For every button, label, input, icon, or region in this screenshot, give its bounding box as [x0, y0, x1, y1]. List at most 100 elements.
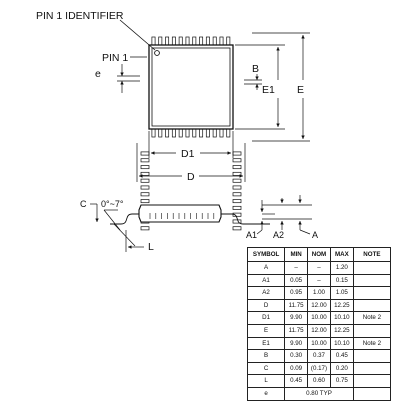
height-dimensions	[256, 195, 312, 235]
package-pin	[140, 165, 150, 170]
dim-d1-label: D1	[181, 148, 195, 160]
package-pin	[140, 158, 150, 163]
package-pin	[232, 185, 242, 190]
table-cell: 9.90	[284, 336, 309, 351]
side-view-leads	[149, 213, 215, 219]
table-cell: 0.37	[307, 349, 331, 363]
side-view-lead-right	[221, 213, 270, 225]
package-pin	[232, 219, 242, 224]
pin1-identifier-label: PIN 1 IDENTIFIER	[36, 10, 124, 22]
package-pin	[140, 151, 150, 156]
lead-angle-label: 0°~7°	[101, 199, 124, 209]
package-pin	[226, 36, 231, 46]
package-pin	[140, 199, 150, 204]
dim-e1-dimension	[235, 44, 285, 130]
table-cell: 0.05	[284, 273, 309, 288]
table-cell	[352, 298, 392, 313]
package-pin	[212, 36, 217, 46]
table-cell: 12.25	[329, 323, 354, 338]
dim-e1-label: E1	[262, 84, 275, 96]
package-pin	[199, 128, 204, 138]
package-pin	[171, 36, 176, 46]
dim-d-dimension	[136, 143, 246, 182]
package-pin	[232, 205, 242, 210]
table-cell: E	[246, 323, 286, 338]
package-pin	[178, 128, 183, 138]
package-pin	[212, 128, 217, 138]
table-row: A––1.20	[246, 261, 392, 275]
table-cell: 12.00	[307, 323, 331, 338]
dim-e-label: E	[297, 84, 304, 96]
package-pin	[232, 212, 242, 217]
table-cell: 10.10	[329, 311, 354, 325]
table-cell	[352, 386, 392, 401]
side-view	[110, 204, 270, 225]
table-cell: 0.60	[307, 374, 331, 388]
side-view-body	[138, 204, 222, 223]
dim-d1-dimension	[148, 131, 234, 158]
lead-width-b-label: B	[252, 63, 259, 75]
table-cell: D1	[246, 311, 286, 325]
package-pin	[226, 128, 231, 138]
package-pin	[178, 36, 183, 46]
package-pin	[158, 128, 163, 138]
package-pin	[151, 128, 156, 138]
table-cell: 11.75	[284, 298, 309, 313]
package-pin	[232, 171, 242, 176]
table-cell: 0.45	[284, 374, 309, 388]
table-cell: 0.75	[329, 374, 354, 388]
table-cell: A2	[246, 286, 286, 300]
package-pin	[140, 178, 150, 183]
package-pin	[151, 36, 156, 46]
header-nom: NOM	[307, 247, 331, 262]
pitch-e-dimension	[117, 64, 140, 93]
header-max: MAX	[329, 247, 354, 262]
package-pin	[199, 36, 204, 46]
table-cell: 1.05	[329, 286, 354, 300]
package-pin	[232, 199, 242, 204]
table-cell: 0.80 TYP	[284, 386, 354, 401]
package-pin	[140, 171, 150, 176]
package-pin	[232, 226, 242, 231]
package-pin	[165, 128, 170, 138]
package-pin	[140, 185, 150, 190]
table-cell: Note 2	[352, 311, 392, 325]
lead-length-l-label: L	[148, 241, 154, 253]
dim-a1-label: A1	[246, 230, 257, 240]
table-cell: B	[246, 349, 286, 363]
table-cell: 9.90	[284, 311, 309, 325]
pitch-e-label: e	[95, 68, 101, 80]
table-cell: A1	[246, 273, 286, 288]
package-pin	[232, 158, 242, 163]
lead-length-l-dimension	[113, 223, 144, 252]
package-pin	[165, 36, 170, 46]
package-pin	[205, 128, 210, 138]
table-cell: –	[284, 261, 309, 275]
table-cell: –	[307, 273, 331, 288]
dim-d-label: D	[187, 171, 195, 183]
side-view-lead-left	[110, 213, 139, 225]
package-pin	[232, 192, 242, 197]
package-pin	[192, 36, 197, 46]
lead-thickness-c-dimension	[90, 203, 121, 231]
table-cell: 0.30	[284, 349, 309, 363]
table-cell: 10.00	[307, 311, 331, 325]
package-pin	[232, 151, 242, 156]
table-cell: C	[246, 361, 286, 376]
table-header-row: SYMBOL MIN NOM MAX NOTE	[246, 247, 392, 262]
table-cell: –	[307, 261, 331, 275]
table-cell: 0.95	[284, 286, 309, 300]
table-cell: L	[246, 374, 286, 388]
table-cell: 11.75	[284, 323, 309, 338]
pin1-identifier-leader	[119, 19, 156, 51]
header-note: NOTE	[352, 247, 392, 262]
package-pin	[185, 128, 190, 138]
